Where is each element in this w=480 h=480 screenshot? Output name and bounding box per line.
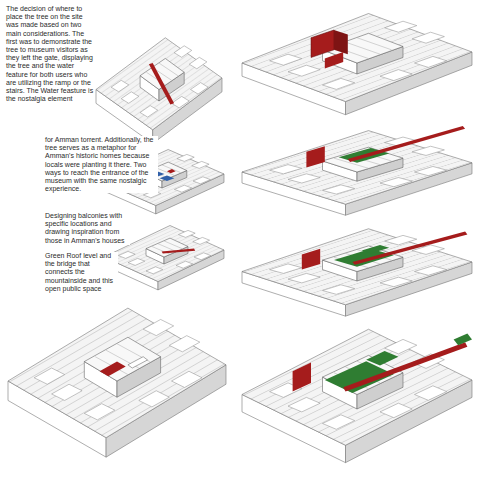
note-text: Designing balconies with specific locati… [44, 212, 130, 245]
note-text: for Amman torrent. Additionally, the tre… [44, 136, 158, 193]
site-view [242, 14, 472, 115]
note-text: The decision of where to place the tree … [5, 5, 95, 103]
site-view [8, 308, 226, 457]
site-view [242, 329, 472, 462]
site-view [242, 229, 472, 316]
note-text: Green Roof level and the bridge that con… [44, 252, 118, 293]
site-view [96, 38, 222, 144]
site-view [242, 126, 472, 215]
